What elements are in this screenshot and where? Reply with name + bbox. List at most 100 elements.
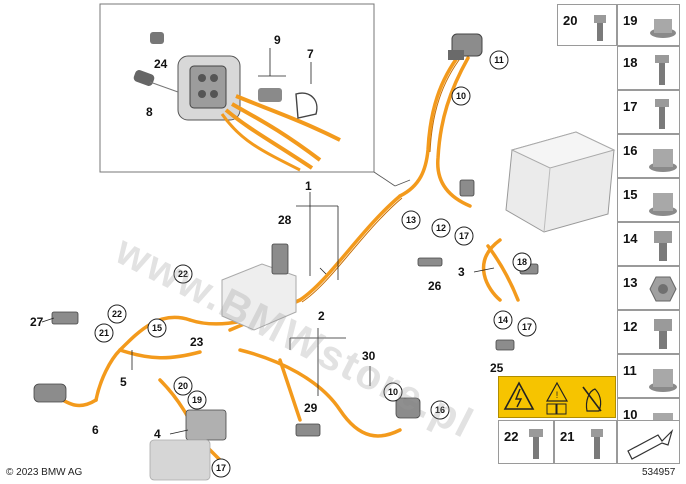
part-cell-14[interactable]: 14 bbox=[617, 222, 680, 266]
bolt-icon bbox=[655, 99, 669, 129]
part-number: 20 bbox=[563, 13, 578, 28]
circled-callout-16: 16 bbox=[430, 400, 450, 420]
svg-text:10: 10 bbox=[456, 91, 466, 101]
svg-text:15: 15 bbox=[152, 323, 162, 333]
circled-callout-13: 13 bbox=[401, 210, 421, 230]
copyright-text: © 2023 BMW AG bbox=[6, 467, 83, 478]
bolt-icon bbox=[529, 429, 543, 459]
callout-23: 23 bbox=[190, 335, 204, 349]
circled-callout-11: 11 bbox=[489, 50, 509, 70]
svg-text:22: 22 bbox=[178, 269, 188, 279]
callout-28: 28 bbox=[278, 213, 292, 227]
svg-text:17: 17 bbox=[522, 322, 532, 332]
callout-9: 9 bbox=[274, 33, 281, 47]
callout-5: 5 bbox=[120, 375, 127, 389]
part-cell-21[interactable]: 21 bbox=[554, 420, 617, 464]
part-number: 10 bbox=[623, 407, 638, 422]
circled-callout-17: 17 bbox=[454, 226, 474, 246]
callout-2: 2 bbox=[318, 309, 325, 323]
detail-inset-frame bbox=[99, 3, 375, 173]
part-cell-20[interactable]: 20 bbox=[557, 4, 617, 46]
warning-label: ! bbox=[498, 376, 616, 418]
circled-callout-22: 22 bbox=[173, 264, 193, 284]
circled-callout-15: 15 bbox=[147, 318, 167, 338]
part-number: 14 bbox=[623, 231, 638, 246]
svg-text:12: 12 bbox=[436, 223, 446, 233]
callout-3: 3 bbox=[458, 265, 465, 279]
flange-nut-icon bbox=[649, 369, 677, 392]
high-voltage-warning-icon: ! bbox=[503, 381, 602, 415]
svg-text:17: 17 bbox=[459, 231, 469, 241]
bolt-icon bbox=[591, 429, 603, 459]
svg-text:17: 17 bbox=[216, 463, 226, 473]
circled-callout-19: 19 bbox=[187, 390, 207, 410]
part-cell-16[interactable]: 16 bbox=[617, 134, 680, 178]
svg-text:20: 20 bbox=[178, 381, 188, 391]
callout-30: 30 bbox=[362, 349, 376, 363]
misc-small-parts bbox=[33, 179, 539, 481]
inset-connector-line bbox=[394, 179, 411, 187]
circled-callout-17: 17 bbox=[517, 317, 537, 337]
svg-text:14: 14 bbox=[498, 315, 508, 325]
callout-25: 25 bbox=[490, 361, 504, 375]
inset-small-parts bbox=[133, 32, 318, 119]
bolt-icon bbox=[655, 55, 669, 85]
part-cell-13[interactable]: 13 bbox=[617, 266, 680, 310]
part-number: 19 bbox=[623, 13, 638, 28]
circled-callout-18: 18 bbox=[512, 252, 532, 272]
callout-7: 7 bbox=[307, 47, 314, 61]
callout-6: 6 bbox=[92, 423, 99, 437]
part-number: 22 bbox=[504, 429, 519, 444]
inset-connector-line bbox=[373, 171, 396, 187]
hex-bolt-icon bbox=[654, 231, 672, 261]
circled-callout-14: 14 bbox=[493, 310, 513, 330]
part-cell-12[interactable]: 12 bbox=[617, 310, 680, 354]
circled-callout-12: 12 bbox=[431, 218, 451, 238]
svg-text:11: 11 bbox=[494, 55, 504, 65]
svg-text:22: 22 bbox=[112, 309, 122, 319]
circled-callout-22: 22 bbox=[107, 304, 127, 324]
circled-callout-10: 10 bbox=[451, 86, 471, 106]
circled-callout-17: 17 bbox=[211, 458, 231, 478]
part-cell-22[interactable]: 22 bbox=[498, 420, 554, 464]
callout-26: 26 bbox=[428, 279, 442, 293]
part-number: 16 bbox=[623, 143, 638, 158]
high-voltage-battery-illustration bbox=[505, 131, 616, 233]
svg-text:19: 19 bbox=[192, 395, 202, 405]
hv-cable-shadow bbox=[301, 55, 463, 303]
part-number: 11 bbox=[623, 363, 637, 378]
callout-labels: 1 2 3 4 5 6 7 8 9 26 27 28 29 30 24 23 2… bbox=[30, 33, 504, 441]
svg-text:10: 10 bbox=[388, 387, 398, 397]
part-number: 17 bbox=[623, 99, 638, 114]
callout-8: 8 bbox=[146, 105, 153, 119]
catalog-link-cell[interactable] bbox=[617, 420, 680, 464]
arrow-icon bbox=[627, 428, 674, 460]
callout-29: 29 bbox=[304, 401, 318, 415]
svg-text:13: 13 bbox=[406, 215, 416, 225]
bolt-icon bbox=[594, 15, 606, 41]
callout-27: 27 bbox=[30, 315, 44, 329]
flange-nut-icon bbox=[649, 193, 677, 216]
charging-socket-illustration bbox=[177, 55, 341, 172]
part-cell-11[interactable]: 11 bbox=[617, 354, 680, 398]
part-cell-17[interactable]: 17 bbox=[617, 90, 680, 134]
circled-callouts: 10 11 12 13 14 15 16 17 17 17 18 19 20 2… bbox=[94, 50, 537, 478]
leader-lines bbox=[41, 48, 495, 435]
control-unit-illustration bbox=[221, 263, 297, 331]
hex-nut-icon bbox=[649, 276, 677, 302]
diagram-id: 534957 bbox=[642, 467, 676, 478]
flange-nut-icon bbox=[649, 149, 677, 172]
part-number: 18 bbox=[623, 55, 638, 70]
svg-text:18: 18 bbox=[517, 257, 527, 267]
part-number: 13 bbox=[623, 275, 638, 290]
circled-callout-10: 10 bbox=[383, 382, 403, 402]
part-cell-19[interactable]: 19 bbox=[617, 4, 680, 46]
part-number: 12 bbox=[623, 319, 638, 334]
part-cell-15[interactable]: 15 bbox=[617, 178, 680, 222]
callout-24: 24 bbox=[154, 57, 168, 71]
part-number: 21 bbox=[560, 429, 575, 444]
part-cell-18[interactable]: 18 bbox=[617, 46, 680, 90]
circled-callout-21: 21 bbox=[94, 323, 114, 343]
